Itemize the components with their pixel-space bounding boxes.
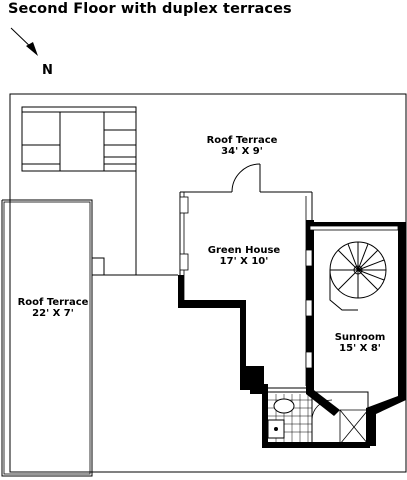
- room-name: Roof Terrace: [17, 297, 89, 308]
- room-dimensions: 17' X 10': [219, 256, 269, 267]
- room-name: Green House: [207, 245, 281, 256]
- room-label-roof-terrace-upper: Roof Terrace 34' X 9': [207, 135, 278, 157]
- room-name: Roof Terrace: [206, 135, 278, 146]
- sunroom-walls: [305, 220, 406, 446]
- room-dimensions: 34' X 9': [221, 146, 263, 157]
- room-label-sunroom: Sunroom 15' X 8': [335, 332, 386, 354]
- spiral-stair-icon: [329, 241, 387, 311]
- room-label-green-house: Green House 17' X 10': [208, 245, 280, 267]
- north-arrow-icon: [10, 27, 38, 56]
- left-terrace-outline: [1, 199, 105, 477]
- terrace-door-icon: [231, 163, 261, 193]
- green-house-walls: [178, 191, 313, 394]
- compass-north-label: N: [42, 63, 53, 78]
- room-label-roof-terrace-left: Roof Terrace 22' X 7': [18, 297, 89, 319]
- stair-block-upper-left: [21, 106, 178, 276]
- room-dimensions: 22' X 7': [32, 308, 74, 319]
- toilet-icon: [273, 398, 295, 414]
- room-dimensions: 15' X 8': [339, 343, 381, 354]
- plan-title: Second Floor with duplex terraces: [8, 1, 292, 17]
- room-name: Sunroom: [334, 332, 386, 343]
- bathroom: [262, 390, 370, 448]
